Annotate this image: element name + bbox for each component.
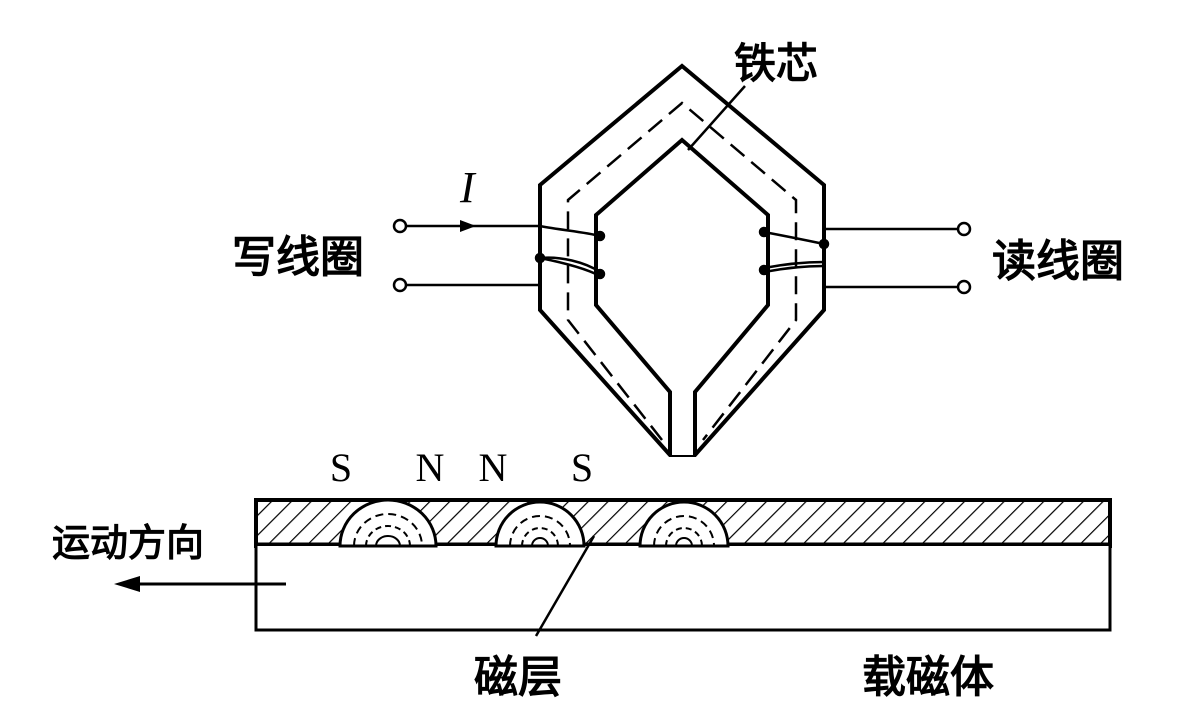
carrier-base [254, 546, 1112, 632]
current-label: I [459, 163, 477, 212]
flux-path-dashed [566, 101, 798, 441]
magnetized-domain [638, 500, 730, 548]
core-leader-line [687, 85, 746, 151]
read-terminal-bottom [956, 279, 972, 295]
core-outer-outline [538, 63, 826, 457]
carrier-label: 载磁体 [862, 652, 994, 703]
pole-label: N [416, 445, 445, 490]
read-terminal-top [956, 221, 972, 237]
motion-direction-label: 运动方向 [52, 521, 204, 565]
write-coil [392, 218, 606, 293]
magnetic-layer-leader-line [534, 535, 596, 637]
write-terminal-bottom [392, 277, 408, 293]
read-coil-label: 读线圈 [992, 236, 1124, 287]
read-coil [758, 221, 972, 295]
magnetic-layer-label: 磁层 [474, 652, 562, 703]
current-arrow [460, 220, 476, 232]
motion-arrow [114, 576, 286, 592]
pole-label: S [330, 445, 352, 490]
core-inner-outline [594, 137, 770, 455]
pole-label: N [479, 445, 508, 490]
magnetic-carrier [254, 498, 1112, 632]
write-terminal-top [392, 218, 408, 234]
iron-core [538, 63, 826, 457]
pole-label: S [571, 445, 593, 490]
core-label: 铁芯 [734, 39, 818, 88]
magnetized-domain [494, 500, 586, 548]
magnetized-domain [338, 498, 438, 548]
write-coil-label: 写线圈 [232, 232, 364, 283]
